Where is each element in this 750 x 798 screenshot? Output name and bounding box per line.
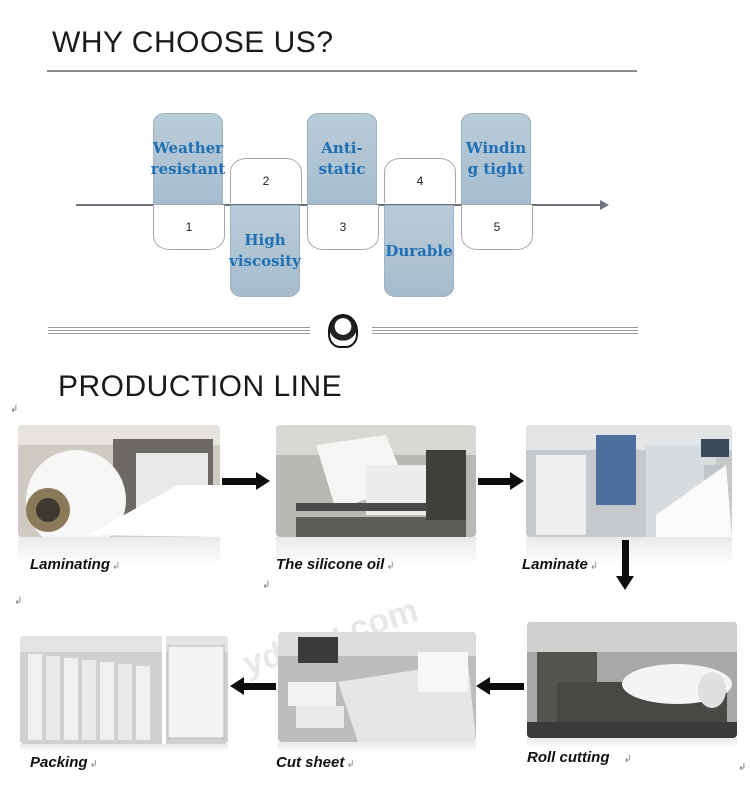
cut-sheet-machine-image (278, 632, 476, 742)
packing-image (20, 636, 228, 744)
feature-tile-anti-static: Anti- static (307, 113, 377, 205)
feature-tile-weather-resistant: Weather resistant (150, 113, 226, 205)
why-choose-us-title: WHY CHOOSE US? (52, 26, 334, 59)
divider-left (48, 327, 310, 336)
feature-label: Anti- static (318, 139, 366, 178)
timeline-arrow-icon (600, 200, 609, 210)
photo-silicone-oil (276, 425, 476, 537)
feature-tile-winding-tight: Windin g tight (461, 113, 531, 205)
paragraph-mark-icon: ↲ (346, 759, 355, 770)
laminating-machine-image (18, 425, 220, 537)
caption-text: Laminate (522, 556, 588, 573)
feature-number-5: 5 (461, 205, 533, 250)
photo-reflection (278, 742, 476, 752)
photo-reflection (526, 537, 732, 565)
feature-label: Durable (385, 241, 453, 260)
feature-label: Weather resistant (150, 139, 226, 178)
paragraph-mark-icon: ↲ (14, 596, 23, 607)
photo-laminate (526, 425, 732, 537)
paragraph-mark-icon: ↲ (738, 762, 747, 773)
paragraph-mark-icon: ↲ (623, 754, 632, 765)
paragraph-mark-icon: ↲ (10, 404, 19, 415)
title-underline (47, 70, 637, 72)
silicone-machine-image (276, 425, 476, 537)
flow-arrow-down-icon (616, 576, 634, 590)
flow-arrow-left-icon (476, 677, 490, 695)
caption-text: Cut sheet (276, 754, 345, 771)
photo-laminating (18, 425, 220, 537)
photo-reflection (276, 537, 476, 565)
feature-number-1: 1 (153, 205, 225, 250)
flow-arrow-shaft (622, 540, 629, 576)
production-line-title: PRODUCTION LINE (58, 370, 343, 403)
step-caption-silicone-oil: The silicone oil↲ (276, 556, 395, 573)
paragraph-mark-icon: ↲ (112, 561, 121, 572)
photo-reflection (527, 738, 737, 748)
caption-text: Packing (30, 754, 88, 771)
feature-tile-high-viscosity: High viscosity (229, 205, 301, 297)
paragraph-mark-icon: ↲ (589, 561, 599, 572)
skull-ornament-icon (328, 314, 358, 348)
photo-cut-sheet (278, 632, 476, 742)
flow-arrow-left-icon (230, 677, 244, 695)
photo-roll-cutting (527, 622, 737, 738)
flow-arrow-shaft (478, 478, 510, 485)
roll-cutting-machine-image (527, 622, 737, 738)
step-caption-laminating: Laminating↲ (30, 556, 120, 573)
flow-arrow-shaft (244, 683, 276, 690)
caption-text: The silicone oil (276, 556, 385, 573)
step-caption-laminate: Laminate↲ (522, 556, 598, 573)
feature-number-2: 2 (230, 158, 302, 203)
photo-reflection (20, 744, 228, 752)
paragraph-mark-icon: ↲ (262, 580, 271, 591)
paragraph-mark-icon: ↲ (386, 561, 395, 572)
step-caption-packing: Packing↲ (30, 754, 98, 771)
flow-arrow-shaft (222, 478, 256, 485)
step-caption-roll-cutting: Roll cutting ↲ (527, 749, 632, 766)
step-caption-cut-sheet: Cut sheet↲ (276, 754, 355, 771)
flow-arrow-right-icon (510, 472, 524, 490)
photo-packing (20, 636, 228, 744)
caption-text: Laminating (30, 556, 111, 573)
laminate-machine-image (526, 425, 732, 537)
feature-label: High viscosity (229, 231, 301, 270)
divider-right (372, 327, 638, 336)
flow-arrow-right-icon (256, 472, 270, 490)
photo-reflection (18, 537, 220, 565)
feature-number-4: 4 (384, 158, 456, 203)
caption-text: Roll cutting (527, 749, 610, 766)
paragraph-mark-icon: ↲ (89, 759, 98, 770)
feature-number-3: 3 (307, 205, 379, 250)
feature-tile-durable: Durable (384, 205, 454, 297)
feature-label: Windin g tight (465, 139, 527, 178)
flow-arrow-shaft (490, 683, 524, 690)
